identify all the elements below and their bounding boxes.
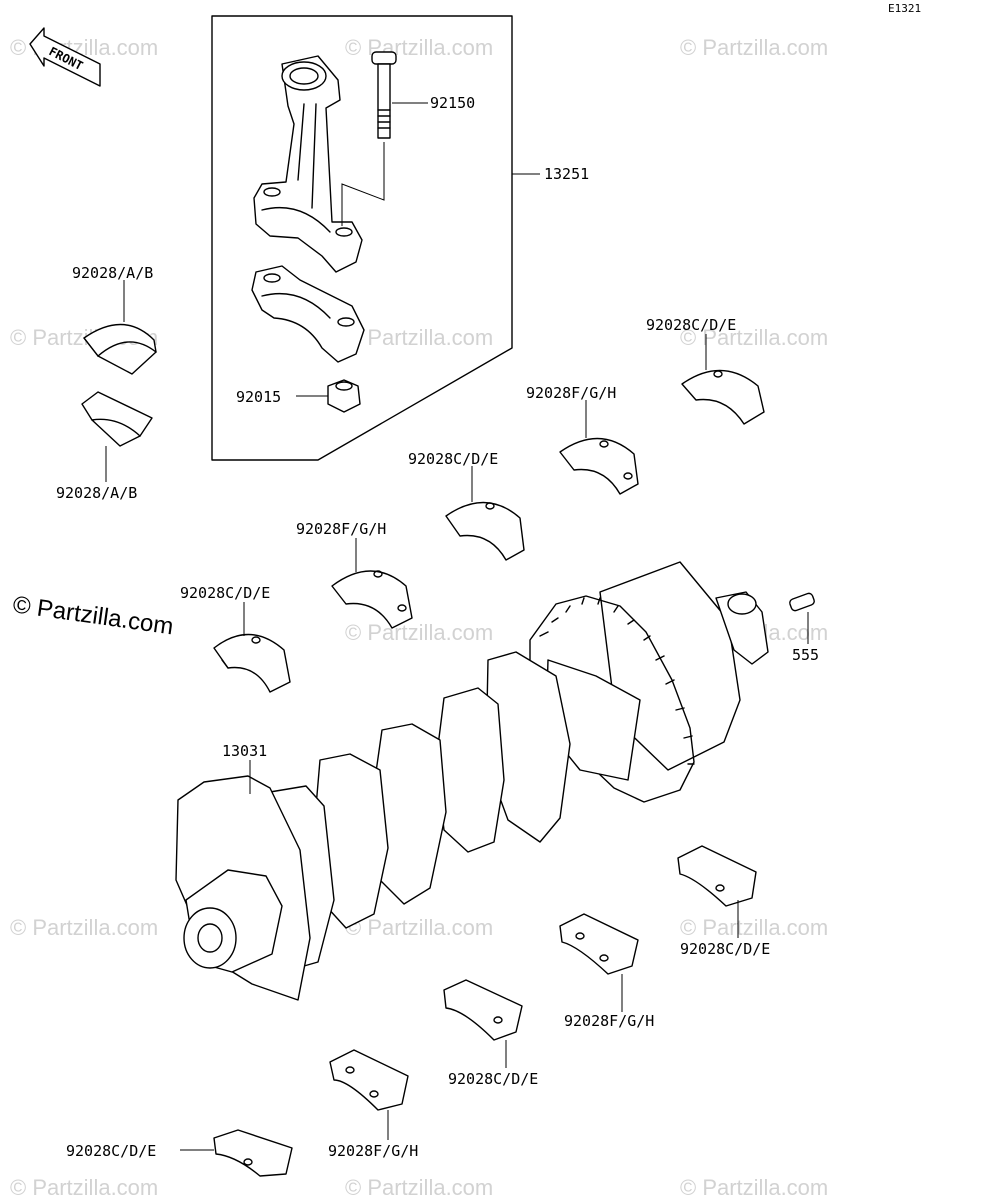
- main-bearing-lower-5: [677, 845, 757, 907]
- main-bearing-upper-1: [213, 633, 291, 693]
- diagram-code: E1321: [888, 2, 921, 15]
- rod-bearing-lower: [81, 391, 153, 447]
- watermark: © Partzilla.com: [345, 915, 493, 940]
- label-rod-bearing-top: 92028/A/B: [72, 264, 153, 282]
- label-upper-main-1: 92028C/D/E: [180, 584, 270, 602]
- label-pin: 555: [792, 646, 819, 664]
- main-bearing-lower-4: [559, 913, 639, 975]
- label-lower-main-1: 92028C/D/E: [66, 1142, 156, 1160]
- label-lower-main-3: 92028C/D/E: [448, 1070, 538, 1088]
- watermark: © Partzilla.com: [345, 1175, 493, 1200]
- main-bearing-lower-2: [329, 1049, 409, 1111]
- label-rod-bearing-bottom: 92028/A/B: [56, 484, 137, 502]
- label-conrod-nut: 92015: [236, 388, 281, 406]
- main-bearing-upper-3: [445, 501, 525, 561]
- main-bearing-lower-1: [213, 1129, 293, 1177]
- watermark: © Partzilla.com: [345, 620, 493, 645]
- main-bearing-upper-4: [559, 437, 639, 495]
- label-conrod-bolt: 92150: [430, 94, 475, 112]
- part-labels: 92150 13251 92015 92028/A/B 92028/A/B 92…: [56, 94, 819, 1160]
- watermark: © Partzilla.com: [680, 915, 828, 940]
- label-upper-main-2: 92028F/G/H: [296, 520, 386, 538]
- watermark: © Partzilla.com: [680, 1175, 828, 1200]
- main-bearing-upper-5: [681, 369, 765, 425]
- label-upper-main-3: 92028C/D/E: [408, 450, 498, 468]
- label-upper-main-4: 92028F/G/H: [526, 384, 616, 402]
- watermark: © Partzilla.com: [10, 915, 158, 940]
- crankshaft: [175, 561, 769, 1001]
- rod-bearing-upper: [83, 323, 157, 375]
- label-lower-main-5: 92028C/D/E: [680, 940, 770, 958]
- leader-lines: [105, 102, 809, 1151]
- bolt-guide-line: [341, 142, 385, 226]
- watermark: © Partzilla.com: [10, 1175, 158, 1200]
- watermark: © Partzilla.com: [345, 325, 493, 350]
- label-conrod-assy: 13251: [544, 165, 589, 183]
- conrod-nut-icon: [327, 379, 361, 413]
- watermark: © Partzilla.com: [680, 325, 828, 350]
- watermark-main: © Partzilla.com: [11, 591, 175, 640]
- pin-icon: [789, 592, 815, 612]
- main-bearing-lower-3: [443, 979, 523, 1041]
- main-bearing-upper-2: [331, 570, 413, 629]
- label-crankshaft: 13031: [222, 742, 267, 760]
- conrod-cap: [251, 265, 365, 363]
- conrod-assembly-box: [211, 15, 513, 461]
- conrod-bolt-icon: [371, 51, 397, 139]
- label-lower-main-4: 92028F/G/H: [564, 1012, 654, 1030]
- conrod-upper: [253, 55, 363, 273]
- label-upper-main-5: 92028C/D/E: [646, 316, 736, 334]
- label-lower-main-2: 92028F/G/H: [328, 1142, 418, 1160]
- watermark: © Partzilla.com: [680, 35, 828, 60]
- watermark: © Partzilla.com: [345, 35, 493, 60]
